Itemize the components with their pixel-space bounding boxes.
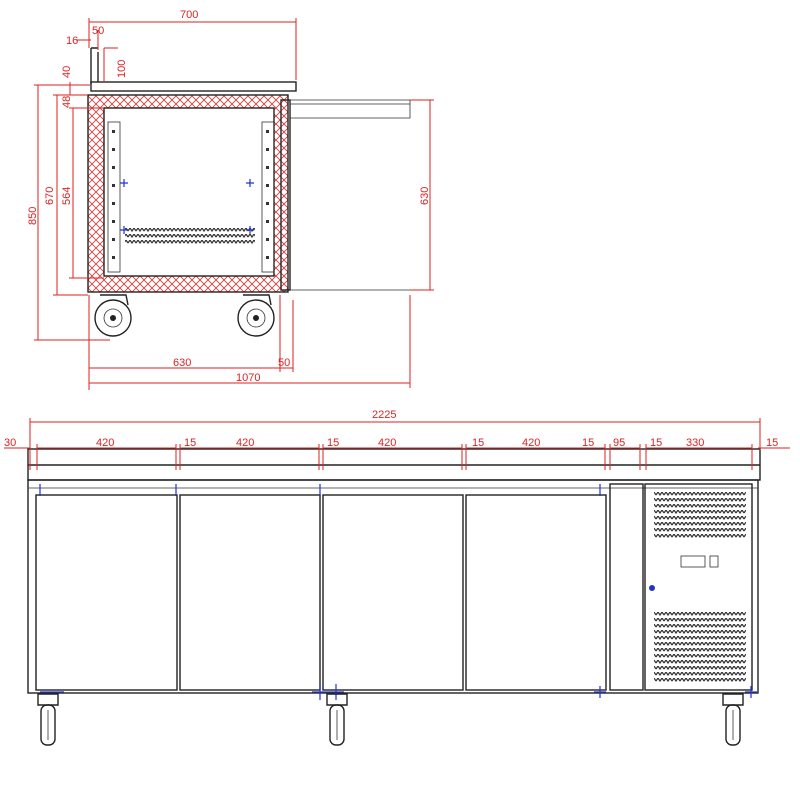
spacer-panel: [609, 483, 644, 691]
dim-door-3: 420: [378, 437, 396, 449]
dim-inner-height: 564: [61, 187, 73, 205]
dim-top-thickness: 40: [61, 66, 73, 78]
dim-door-height: 630: [419, 187, 431, 205]
shelf-rail-left: [107, 121, 121, 273]
dim-right-margin: 15: [766, 437, 778, 449]
cabinet-interior: [103, 107, 275, 277]
shelf-holes: [112, 130, 269, 259]
dim-machine-panel: 330: [686, 437, 704, 449]
front-marker-crosses: [39, 484, 757, 700]
dim-body-height: 670: [44, 187, 56, 205]
front-caster-middle: [326, 693, 348, 746]
backsplash: [90, 47, 99, 84]
dim-spacer: 95: [613, 437, 625, 449]
dim-left-margin: 30: [4, 437, 16, 449]
door-2: [179, 494, 321, 691]
side-dimension-lines: [34, 18, 434, 390]
front-view: 2225 30 420 15 420 15 420 15 420 15 95 1…: [4, 409, 790, 746]
door-3: [322, 494, 464, 691]
controller-display: [680, 555, 706, 568]
dim-gap-2: 15: [327, 437, 339, 449]
dim-backsplash-thickness: 50: [92, 25, 104, 37]
machine-panel: [644, 483, 753, 691]
dim-backsplash-offset: 16: [66, 35, 78, 47]
dim-total-height: 850: [27, 207, 39, 225]
door-open: [280, 99, 291, 291]
caster-wheel-left: [94, 294, 132, 337]
dim-depth-door-open: 1070: [236, 372, 260, 384]
dim-gap-4: 15: [582, 437, 594, 449]
dim-gap-5: 15: [650, 437, 662, 449]
marker-crosses: [120, 179, 254, 234]
front-body: [27, 479, 759, 694]
shelf-rail-right: [261, 121, 275, 273]
countertop: [90, 81, 297, 92]
caster-wheel-right: [237, 294, 275, 337]
door-1: [35, 494, 178, 691]
upper-vent-grille: [654, 490, 746, 540]
lower-vent-grille: [654, 612, 746, 682]
door-4: [465, 494, 607, 691]
dim-gap-1: 15: [184, 437, 196, 449]
front-caster-left: [37, 693, 59, 746]
door-panel-open: [290, 99, 411, 291]
controller-button: [709, 555, 719, 568]
front-caster-right: [722, 693, 744, 746]
dim-backsplash-height: 100: [116, 60, 128, 78]
dim-door-4: 420: [522, 437, 540, 449]
front-dimension-lines: [4, 418, 790, 470]
side-view: 700 16 50 100 40 48 850 670 564 630 630 …: [27, 9, 434, 390]
evaporator-vent: [125, 226, 255, 246]
dim-depth: 630: [173, 357, 191, 369]
dim-gap-3: 15: [472, 437, 484, 449]
dim-total-width: 2225: [372, 409, 396, 421]
panel-lock-icon: [649, 585, 655, 591]
dim-door-1: 420: [96, 437, 114, 449]
dim-door-2: 420: [236, 437, 254, 449]
dim-door-thickness: 50: [278, 357, 290, 369]
dim-width-top: 700: [180, 9, 198, 21]
dim-top-insulation: 48: [61, 96, 73, 108]
